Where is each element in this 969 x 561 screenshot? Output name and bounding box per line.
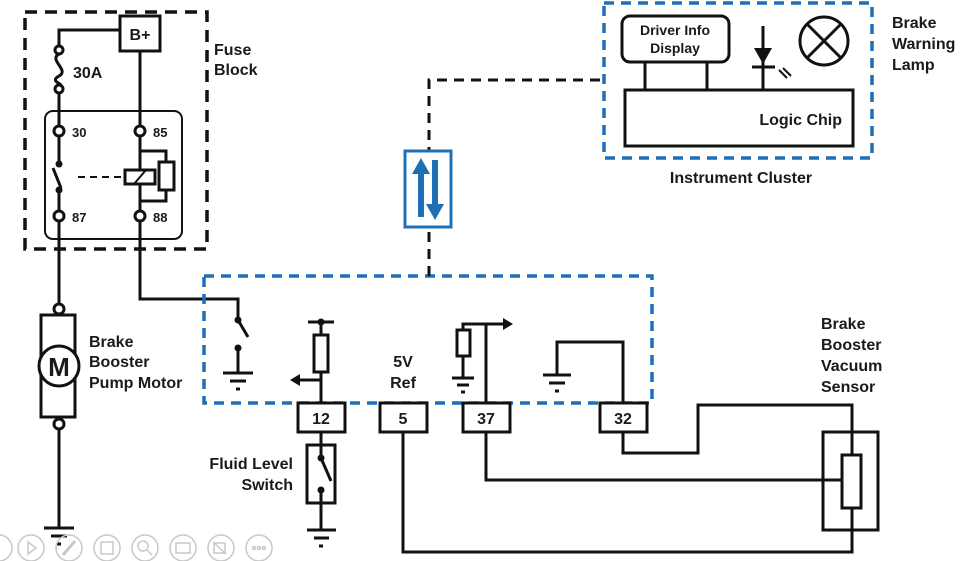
control-module-boundary	[202, 274, 654, 405]
fluid-switch-label-2: Switch	[241, 477, 293, 494]
logic-chip	[623, 88, 855, 148]
pullup-resistor	[312, 333, 330, 374]
relay-pin-85-terminal	[133, 124, 147, 138]
ref-label-1: 5V	[393, 354, 413, 371]
motor-label-1: Brake	[89, 334, 134, 351]
relay-coil-slash	[133, 169, 147, 185]
lamp-label-2: Warning	[892, 36, 955, 53]
pen-button[interactable]	[55, 534, 83, 561]
relay-pin-87-label: 87	[72, 210, 86, 225]
warning-lamp-icon	[798, 15, 850, 67]
pin-12-label: 12	[312, 411, 330, 428]
display-label-1: Driver Info	[640, 22, 710, 38]
relay-pin-87-terminal	[52, 209, 66, 223]
fuse-rating: 30A	[73, 65, 103, 82]
previous-button[interactable]	[0, 534, 13, 561]
more-icon	[251, 545, 267, 551]
ground-icon	[307, 528, 336, 548]
wire-signal-37	[484, 432, 828, 482]
arrow-right-icon	[503, 318, 513, 330]
data-bus-box	[403, 149, 453, 229]
slideshow-controls	[0, 534, 273, 561]
pin-37-label: 37	[477, 411, 495, 428]
wire-ground-32	[621, 403, 854, 455]
fuse-block-boundary	[23, 10, 209, 251]
zoom-icon	[137, 540, 149, 552]
bidirectional-arrow-icon	[412, 158, 444, 220]
data-bus-wire	[427, 78, 604, 276]
battery-positive-label: B+	[130, 27, 151, 44]
ground-icon	[543, 373, 571, 393]
zoom-button[interactable]	[131, 534, 159, 561]
pin-32-label: 32	[614, 411, 632, 428]
instrument-cluster-label: Instrument Cluster	[670, 170, 812, 187]
relay-pin-88-terminal	[133, 209, 147, 223]
relay-pin-30-terminal	[52, 124, 66, 138]
motor-terminal-top	[52, 302, 66, 316]
pin37-resistor	[455, 328, 472, 358]
pin-5-label: 5	[399, 411, 408, 428]
logic-chip-label: Logic Chip	[759, 112, 842, 129]
led-icon	[752, 26, 792, 90]
lamp-label-1: Brake	[892, 15, 937, 32]
wire-bplus-fuse	[57, 28, 120, 46]
pen-icon	[61, 540, 77, 556]
fluid-switch-label-1: Fluid Level	[209, 456, 293, 473]
ground-icon	[223, 371, 253, 391]
relay-resistor	[157, 160, 176, 192]
relay-contact-dot	[55, 160, 63, 168]
vacuum-sensor-potentiometer	[840, 453, 863, 510]
relay-switch-contact	[51, 167, 63, 189]
module-wire	[555, 340, 625, 403]
pin-12-box	[296, 401, 347, 434]
motor-label-3: Pump Motor	[89, 375, 182, 392]
driver-info-display	[620, 14, 731, 64]
motor-symbol: M	[48, 352, 70, 382]
sensor-label-1: Brake	[821, 316, 866, 333]
relay-pin-85-label: 85	[153, 125, 167, 140]
fluid-switch-contact	[319, 457, 333, 482]
relay-box	[44, 110, 183, 240]
motor-icon	[37, 344, 81, 388]
relay-wire	[140, 190, 168, 203]
fuse-block-label-1: Fuse	[214, 42, 251, 59]
slides-button[interactable]	[93, 534, 121, 561]
subtitles-button[interactable]	[169, 534, 197, 561]
wire-88-module	[138, 221, 240, 318]
sensor-label-4: Sensor	[821, 379, 875, 396]
camera-button[interactable]	[207, 534, 235, 561]
ground-icon	[44, 526, 74, 546]
subtitles-icon	[175, 542, 191, 554]
relay-pin-88-label: 88	[153, 210, 167, 225]
motor-terminal-bottom	[52, 417, 66, 431]
relay-wire	[140, 149, 168, 162]
ref-label-2: Ref	[390, 375, 416, 392]
fuse-icon	[53, 44, 65, 95]
wire-5v-ref	[401, 432, 854, 554]
motor-label-2: Booster	[89, 354, 149, 371]
lamp-label-3: Lamp	[892, 57, 935, 74]
ground-icon	[452, 376, 474, 394]
module-switch-contact	[236, 319, 250, 338]
sensor-label-2: Booster	[821, 337, 881, 354]
play-button[interactable]	[17, 534, 45, 561]
sensor-label-3: Vacuum	[821, 358, 882, 375]
display-label-2: Display	[650, 40, 700, 56]
camera-off-icon	[213, 542, 226, 554]
arrow-left-icon	[290, 374, 300, 386]
instrument-cluster-boundary	[602, 1, 874, 160]
play-icon	[27, 540, 38, 556]
fuse-block-label-2: Block	[214, 62, 258, 79]
relay-pin-30-label: 30	[72, 125, 86, 140]
slides-icon	[100, 541, 114, 555]
more-button[interactable]	[245, 534, 273, 561]
